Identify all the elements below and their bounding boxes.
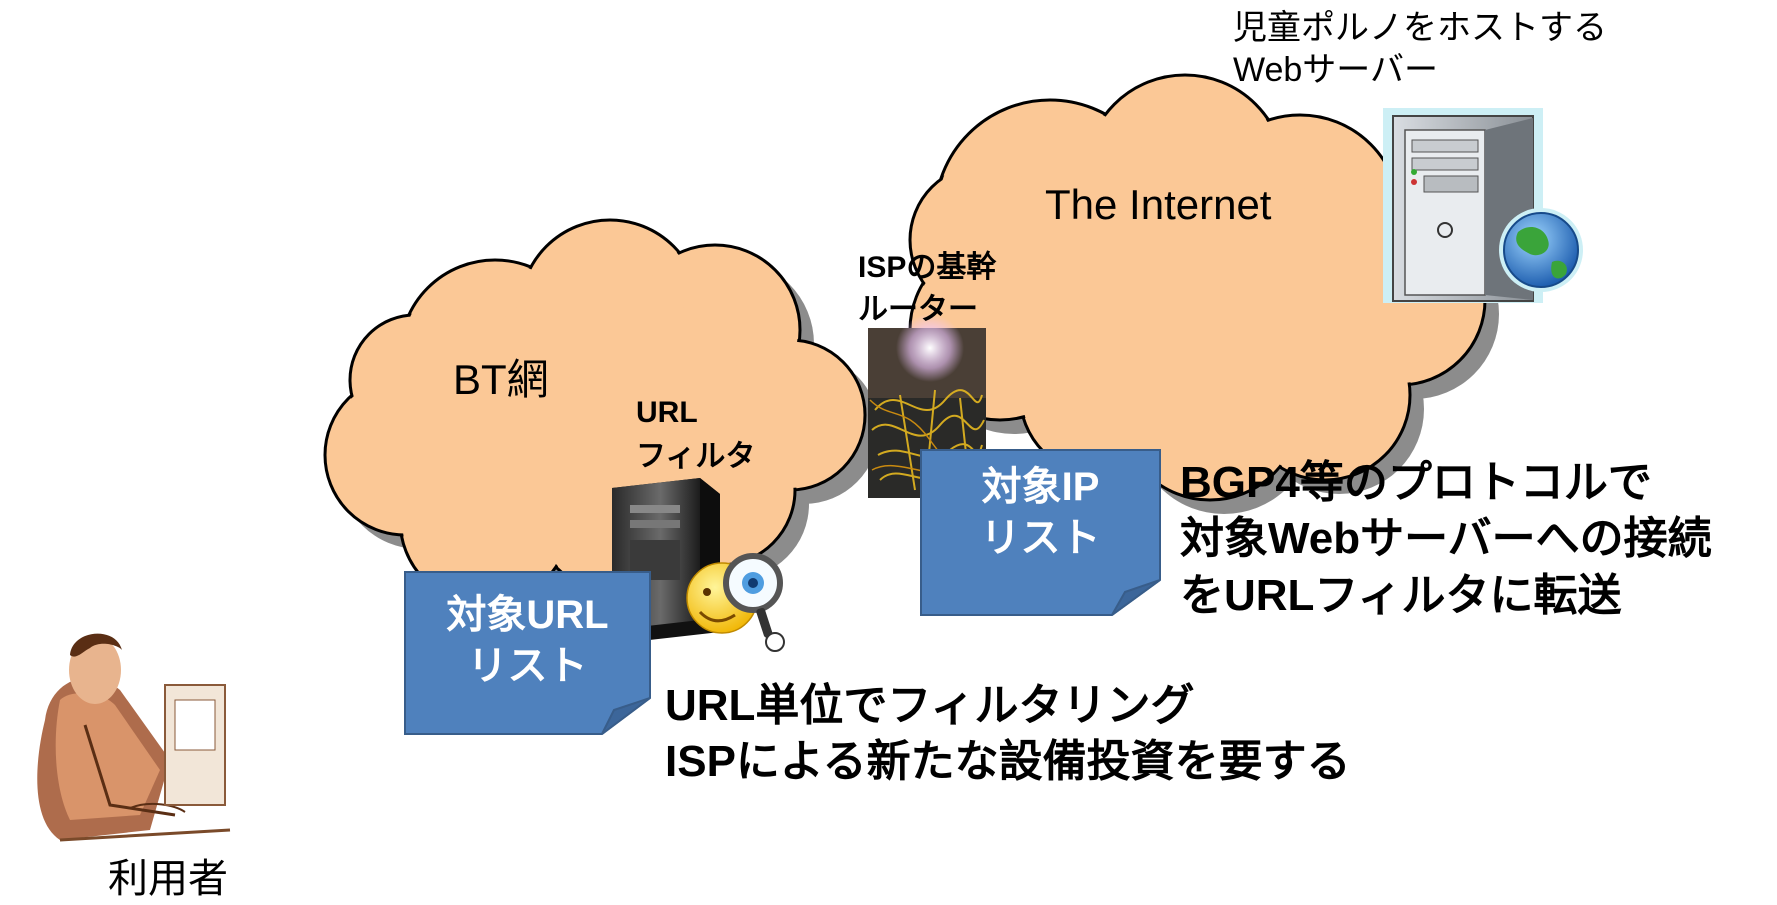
url-note-line1: URL単位でフィルタリング — [665, 681, 1195, 730]
bgp-note-line1: BGP4等のプロトコルで — [1180, 458, 1652, 507]
url-note: URL単位でフィルタリング ISPによる新たな設備投資を要する — [665, 678, 1351, 791]
target-ip-list-line1: 対象IP — [981, 465, 1100, 509]
target-url-list-line1: 対象URL — [446, 593, 609, 637]
internet-cloud-label: The Internet — [1045, 181, 1272, 228]
target-url-list-line2: リスト — [467, 644, 588, 689]
url-note-line2: ISPによる新たな設備投資を要する — [665, 737, 1351, 787]
user-icon — [37, 633, 231, 842]
backbone-router-label-line1: ISPの基幹 — [858, 251, 997, 284]
backbone-router-label-line2: ルーター — [858, 293, 978, 326]
target-ip-list-shape — [920, 449, 1161, 616]
bt-cloud-label: BT網 — [453, 356, 549, 403]
target-url-list-shape — [404, 571, 651, 735]
url-filter-label-line1: URL — [636, 396, 698, 429]
bgp-note: BGP4等のプロトコルで 対象Webサーバーへの接続 をURLフィルタに転送 — [1180, 455, 1712, 624]
bgp-note-line3: をURLフィルタに転送 — [1180, 570, 1622, 620]
target-ip-list-label: 対象IP リスト — [921, 462, 1160, 564]
target-url-list-label: 対象URL リスト — [405, 590, 650, 692]
target-ip-list-line2: リスト — [980, 516, 1101, 561]
server-caption-line2: Webサーバー — [1233, 51, 1438, 89]
internet-cloud-fill — [912, 77, 1483, 498]
user-label: 利用者 — [108, 857, 228, 901]
server-caption-line1: 児童ポルノをホストする — [1233, 9, 1607, 47]
web-server-icon — [1383, 108, 1583, 303]
bgp-note-line2: 対象Webサーバーへの接続 — [1180, 514, 1712, 564]
url-filter-label-line2: フィルタ — [636, 440, 756, 473]
smiley-magnifier-icon — [686, 553, 785, 652]
bt-cloud — [323, 218, 879, 619]
